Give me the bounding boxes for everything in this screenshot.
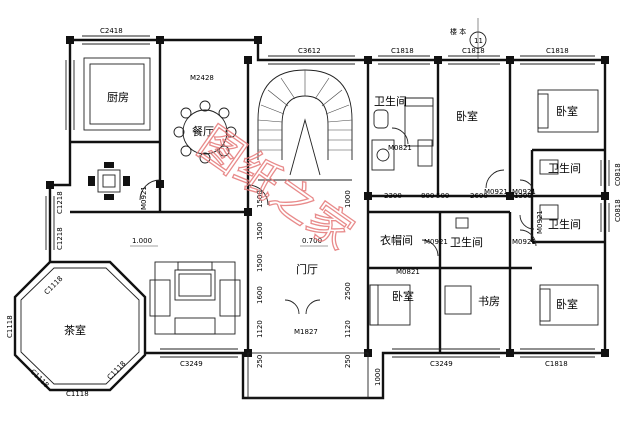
room-bath-4: 卫生间 [450, 235, 483, 249]
window-c3249-b: C3249 [430, 360, 453, 368]
dim-250-a: 250 [256, 355, 264, 368]
room-tea: 茶室 [64, 323, 86, 337]
door-m0921-d: M0921 [512, 238, 536, 246]
window-c1818-b: C1818 [462, 47, 485, 55]
sofa-set [149, 261, 241, 335]
side-table [88, 162, 130, 200]
elevation-entry: 0.700 [302, 237, 322, 245]
door-m0821-bath: M0821 [388, 144, 412, 152]
dim-1120-a: 1120 [256, 320, 264, 338]
door-arcs [139, 127, 537, 315]
door-m0921-c: M0921 [424, 238, 448, 246]
window-c3612: C3612 [298, 47, 321, 55]
dim-1500-b: 1500 [256, 222, 264, 240]
door-m0921-kitchen: M0921 [140, 186, 148, 210]
window-c1818-d: C1818 [545, 360, 568, 368]
interior-walls [70, 40, 605, 353]
window-c1118-a: C1118 [43, 275, 65, 297]
window-c1118-d: C1118 [66, 390, 89, 398]
window-symbols [45, 35, 610, 358]
room-bedroom-1: 卧室 [456, 109, 478, 123]
room-bedroom-4: 卧室 [556, 297, 578, 311]
room-cloak: 衣帽间 [380, 233, 413, 247]
bath-fixtures [371, 109, 559, 229]
window-c1818-c: C1818 [546, 47, 569, 55]
window-c3249-a: C3249 [180, 360, 203, 368]
elevation-tea: 1.000 [132, 237, 152, 245]
room-study: 书房 [478, 295, 500, 308]
dim-250-b: 250 [344, 355, 352, 368]
window-c2418: C2418 [100, 27, 123, 35]
dim-1000-a: 1000 [344, 190, 352, 208]
door-m0921-e: M0921 [536, 210, 544, 234]
dim-1500-c: 1500 [256, 254, 264, 272]
dim-1120-b: 1120 [344, 320, 352, 338]
door-m0821-cloak: M0821 [396, 268, 420, 276]
window-c1818-a: C1818 [391, 47, 414, 55]
watermark: 图纸之家 [189, 117, 362, 260]
axis-marker: 11 楼 本 [450, 18, 487, 60]
room-bath-1: 卫生间 [374, 94, 407, 108]
dim-1500-a: 1500 [256, 190, 264, 208]
room-dining: 餐厅 [192, 124, 214, 138]
dim-1600: 1600 [256, 286, 264, 304]
exterior-walls [13, 38, 607, 400]
window-c0818-a: C0818 [614, 163, 622, 186]
beds [369, 89, 599, 326]
room-bath-2: 卫生间 [548, 161, 581, 175]
dim-1300: 1300 [514, 192, 532, 200]
window-c1118-e: C1118 [106, 360, 128, 382]
window-c1118-b: C1118 [6, 315, 14, 338]
door-m0921-bed: M0921 [484, 188, 508, 196]
room-kitchen: 厨房 [107, 91, 129, 104]
room-entry: 门厅 [296, 262, 318, 276]
dim-800: 800 [421, 192, 434, 200]
axis-bubble-label: 11 [474, 37, 483, 45]
window-c1218-a: C1218 [56, 191, 64, 214]
room-bath-3: 卫生间 [548, 217, 581, 231]
dim-2500: 2500 [344, 282, 352, 300]
room-bedroom-2: 卧室 [556, 104, 578, 118]
door-m0921-b: M0921 [512, 188, 536, 196]
front-porch [247, 352, 369, 399]
staircase [257, 69, 353, 181]
dim-2300: 2300 [384, 192, 402, 200]
dim-2600: 2600 [470, 192, 488, 200]
door-m1827: M1827 [294, 328, 318, 336]
dim-1000-b: 1000 [374, 368, 382, 386]
window-c0818-b: C0818 [614, 199, 622, 222]
window-c1118-c: C1118 [29, 368, 51, 390]
kitchen-counter [83, 57, 151, 131]
axis-note: 楼 本 [450, 27, 466, 36]
dim-500: 500 [436, 192, 449, 200]
dining-table [173, 100, 237, 164]
door-m2428: M2428 [190, 74, 214, 82]
window-c1218-b: C1218 [56, 227, 64, 250]
room-bedroom-3: 卧室 [392, 289, 414, 303]
